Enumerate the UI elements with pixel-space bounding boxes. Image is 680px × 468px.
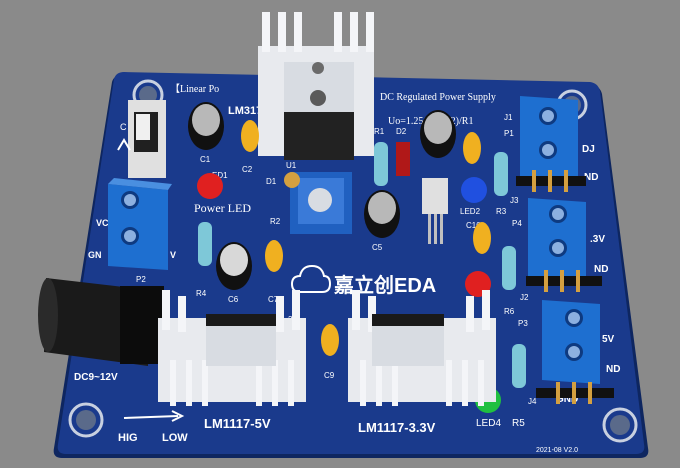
lm1117-33v-heatsink — [348, 290, 496, 406]
label-lm317: LM317 — [228, 105, 262, 117]
ceramic-capacitors — [241, 120, 491, 356]
label-gnd2: ND — [594, 264, 608, 275]
designator-c7: C7 — [268, 295, 279, 304]
designator-p1: P1 — [504, 129, 514, 138]
label-lm1117-5v: LM1117-5V — [204, 416, 271, 431]
designator-c1: C1 — [200, 155, 211, 164]
date-version: 2021-08 V2.0 — [536, 447, 578, 454]
designator-p2: P2 — [136, 275, 146, 284]
designator-c5: C5 — [372, 243, 383, 252]
designator-r1: R1 — [374, 127, 385, 136]
terminal-blocks-right — [520, 96, 600, 384]
designator-c10: C10 — [466, 221, 481, 230]
label-vcc: VC — [96, 218, 109, 228]
to92-regulator — [422, 178, 448, 244]
designator-c2: C2 — [242, 165, 253, 174]
label-adj: DJ — [582, 144, 595, 155]
pin-headers — [516, 170, 614, 404]
lm317-heatsink — [258, 12, 374, 160]
designator-r2: R2 — [270, 217, 281, 226]
board-title-right: DC Regulated Power Supply — [380, 92, 496, 103]
slide-switch — [117, 100, 166, 178]
label-33v: .3V — [590, 234, 605, 245]
terminal-block-p2 — [108, 178, 172, 270]
electrolytic-capacitors — [188, 102, 456, 290]
mounting-hole — [68, 402, 104, 438]
potentiometer — [284, 172, 352, 234]
mounting-hole — [602, 407, 638, 443]
designator-c6: C6 — [228, 295, 239, 304]
label-gn: GN — [88, 250, 102, 260]
label-lm1117-33v: LM1117-3.3V — [358, 420, 436, 435]
logo-text: 嘉立创EDA — [333, 273, 436, 297]
designator-p4: P4 — [512, 219, 522, 228]
right-arrow-icon — [123, 410, 185, 422]
diode-d2 — [396, 142, 410, 176]
label-gnd1: ND — [584, 172, 598, 183]
designator-led1: ED1 — [212, 171, 228, 180]
label-c-left: C — [120, 122, 127, 132]
led-blue — [461, 177, 487, 203]
cloud-logo-icon — [290, 264, 332, 293]
designator-r4: R4 — [196, 289, 207, 298]
designator-j3: J3 — [510, 196, 519, 205]
designator-r3: R3 — [496, 207, 507, 216]
led-red-power — [197, 173, 223, 199]
label-gnd3: ND — [606, 364, 620, 375]
designator-r5: R5 — [512, 418, 525, 429]
designator-d1: D1 — [266, 177, 277, 186]
designator-j4: J4 — [528, 397, 537, 406]
designator-p3: P3 — [518, 319, 528, 328]
board-title: 【Linear Po — [170, 83, 219, 95]
resistors — [198, 142, 526, 388]
lm1117-5v-heatsink — [158, 290, 306, 406]
designator-led2: LED2 — [460, 207, 481, 216]
designator-r6: R6 — [504, 307, 515, 316]
label-power-led: Power LED — [194, 201, 251, 215]
label-v: V — [170, 250, 176, 260]
label-5v: 5V — [602, 334, 615, 345]
label-hig: HIG — [118, 432, 138, 444]
label-dc-in: DC9~12V — [74, 372, 118, 383]
label-low: LOW — [162, 432, 188, 444]
designator-j1: J1 — [504, 113, 513, 122]
label-gnd4: GND — [556, 394, 578, 405]
designator-j2: J2 — [520, 293, 529, 302]
designator-u1: U1 — [286, 161, 297, 170]
designator-led4: LED4 — [476, 418, 501, 429]
designator-d2: D2 — [396, 127, 407, 136]
dc-jack — [38, 278, 164, 366]
designator-c9: C9 — [324, 371, 335, 380]
